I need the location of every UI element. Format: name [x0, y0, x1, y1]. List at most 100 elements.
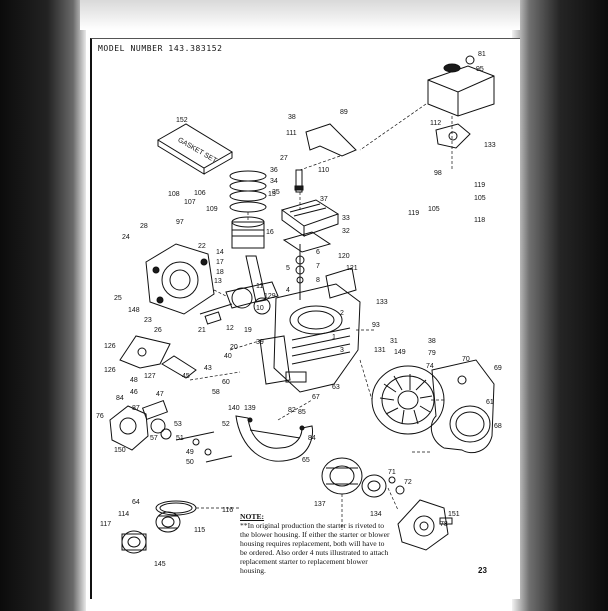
label-76: 76 [96, 413, 104, 420]
starter-pulley [321, 457, 363, 495]
label-57: 57 [150, 435, 158, 442]
label-120: 120 [338, 253, 350, 260]
label-118: 118 [474, 217, 485, 224]
label-82: 82 [288, 407, 296, 414]
label-127: 127 [144, 373, 156, 380]
label-10: 10 [256, 305, 264, 312]
starter-clutch [361, 474, 387, 498]
label-110: 110 [318, 167, 329, 174]
label-115: 115 [194, 527, 205, 534]
label-87: 87 [132, 405, 140, 412]
label-126b: 126 [104, 367, 116, 374]
label-78: 78 [440, 521, 448, 528]
label-38b: 38 [428, 338, 436, 345]
shroud-bracket [119, 335, 171, 369]
label-13: 13 [214, 278, 222, 285]
label-40: 40 [224, 353, 232, 360]
label-65: 65 [302, 457, 310, 464]
label-64: 64 [132, 499, 140, 506]
label-51: 51 [176, 435, 184, 442]
label-97: 97 [176, 219, 184, 226]
label-38a: 38 [288, 114, 296, 121]
carburetor [109, 399, 172, 451]
callout-labels: 81 95 38 89 111 112 133 152 27 36 110 34… [96, 51, 502, 568]
label-4: 4 [286, 287, 290, 294]
label-74: 74 [426, 363, 434, 370]
label-112: 112 [430, 120, 441, 127]
air-cleaner-base [435, 123, 471, 149]
label-37: 37 [320, 196, 328, 203]
label-93: 93 [372, 322, 380, 329]
label-129: 129 [264, 293, 276, 300]
label-23: 23 [144, 317, 152, 324]
label-98: 98 [434, 170, 442, 177]
scan-shadow-top [80, 0, 520, 30]
label-39: 39 [256, 339, 264, 346]
label-50: 50 [186, 459, 194, 466]
note-heading: NOTE: [240, 512, 265, 521]
label-1: 1 [332, 334, 336, 341]
label-16: 16 [266, 229, 274, 236]
label-107: 107 [184, 199, 196, 206]
label-140: 140 [228, 405, 240, 412]
label-12: 12 [226, 325, 234, 332]
label-139: 139 [244, 405, 256, 412]
label-149: 149 [394, 349, 406, 356]
label-117: 117 [100, 521, 111, 528]
label-11: 11 [256, 283, 263, 290]
starter-note: NOTE: **In original production the start… [240, 512, 390, 575]
label-134: 134 [370, 511, 382, 518]
label-61: 61 [486, 399, 494, 406]
label-35: 35 [272, 189, 280, 196]
throttle-bracket [305, 123, 357, 157]
model-number-header: MODEL NUMBER 143.383152 [98, 44, 223, 53]
label-84b: 84 [308, 435, 316, 442]
label-22: 22 [198, 243, 206, 250]
label-46: 46 [130, 389, 138, 396]
label-106: 106 [194, 190, 206, 197]
label-126a: 126 [104, 343, 116, 350]
label-7: 7 [316, 263, 320, 270]
cylinder-block [259, 283, 361, 393]
label-116: 116 [222, 507, 233, 514]
label-131: 131 [374, 347, 386, 354]
spark-plug [294, 169, 304, 193]
label-25: 25 [114, 295, 122, 302]
label-14: 14 [216, 249, 224, 256]
label-3: 3 [340, 347, 344, 354]
label-24: 24 [122, 234, 130, 241]
label-105a: 105 [474, 195, 486, 202]
label-133b: 133 [376, 299, 388, 306]
label-71: 71 [388, 469, 396, 476]
label-48: 48 [130, 377, 138, 384]
label-19: 19 [244, 327, 252, 334]
label-36: 36 [270, 167, 278, 174]
label-133a: 133 [484, 142, 496, 149]
crankcase-cover [145, 243, 215, 315]
label-45: 45 [182, 373, 190, 380]
piston-rings [229, 170, 267, 213]
label-53: 53 [174, 421, 182, 428]
governor-arm [161, 355, 197, 379]
label-148a: 148 [128, 307, 140, 314]
label-52: 52 [222, 421, 230, 428]
cylinder-shroud [235, 415, 313, 462]
label-26: 26 [154, 327, 162, 334]
label-58: 58 [212, 389, 220, 396]
page-number: 23 [478, 566, 487, 575]
label-43: 43 [204, 365, 212, 372]
label-34: 34 [270, 178, 278, 185]
label-150: 150 [114, 447, 126, 454]
label-5: 5 [286, 265, 290, 272]
label-67: 67 [312, 394, 320, 401]
note-body: **In original production the starter is … [240, 521, 390, 575]
label-114: 114 [118, 511, 129, 518]
label-31: 31 [390, 338, 398, 345]
label-121: 121 [346, 265, 358, 272]
label-85: 85 [298, 409, 306, 416]
label-28: 28 [140, 223, 148, 230]
label-152: 152 [176, 117, 188, 124]
label-108: 108 [168, 191, 180, 198]
label-47: 47 [156, 391, 164, 398]
